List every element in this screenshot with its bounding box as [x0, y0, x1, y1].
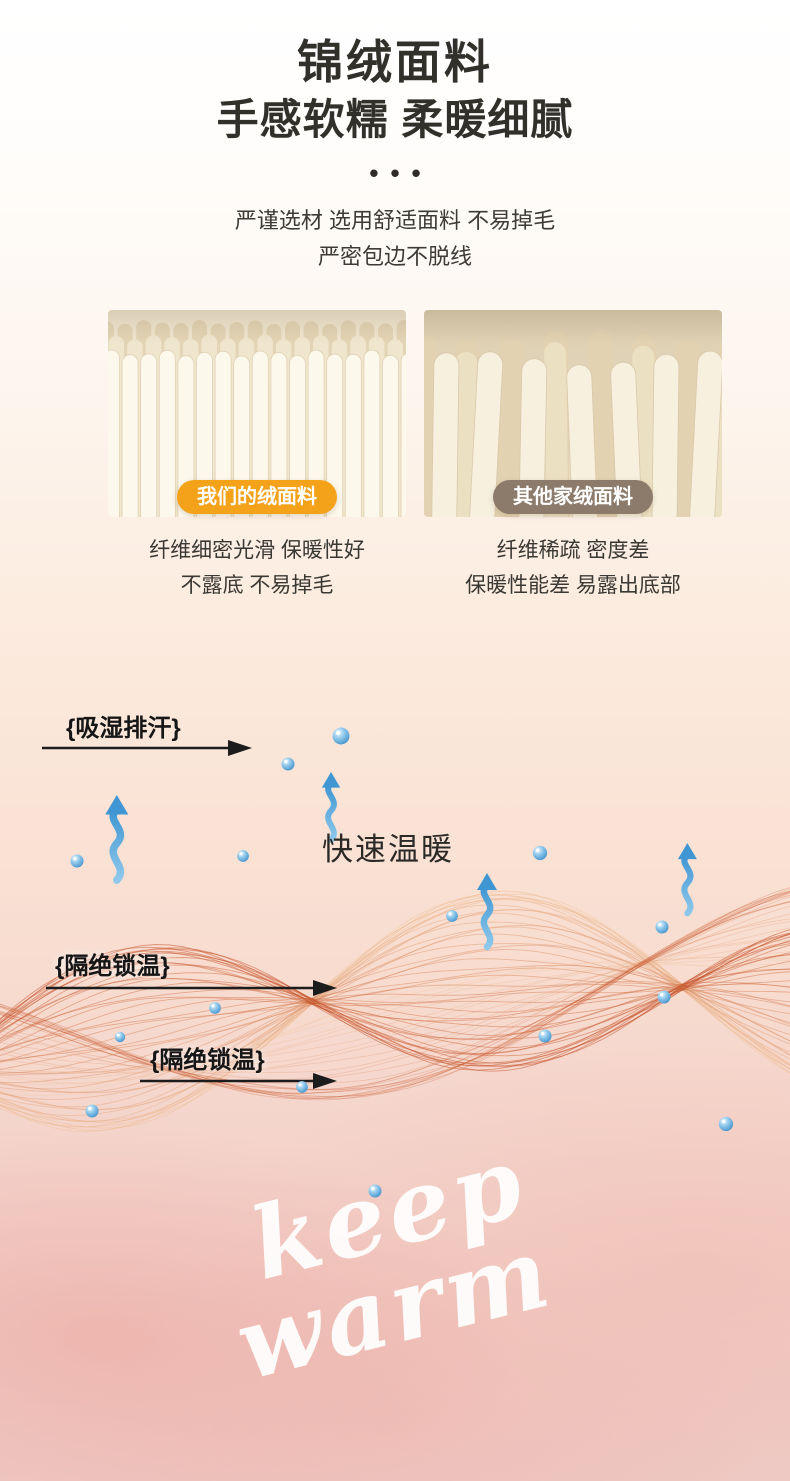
- page-title: 锦绒面料: [297, 36, 493, 88]
- black-direction-arrows: [42, 740, 337, 1089]
- other-fabric-caption-2: 保暖性能差 易露出底部: [465, 574, 681, 597]
- our-fabric-image: [108, 320, 406, 517]
- fast-warm-label: 快速温暖: [322, 832, 454, 867]
- our-fabric-badge: 我们的绒面料: [177, 480, 337, 514]
- other-fabric-caption-1: 纤维稀疏 密度差: [496, 539, 650, 562]
- our-fabric-card: [108, 310, 406, 517]
- other-fabric-badge: 其他家绒面料: [493, 480, 653, 514]
- heat-wave-mesh: [0, 887, 790, 1133]
- other-fabric-card: [424, 310, 722, 517]
- wicking-label: {吸湿排汗}: [66, 715, 181, 742]
- other-fabric-image: [424, 329, 722, 517]
- our-fabric-caption-2: 不露底 不易掉毛: [180, 574, 334, 597]
- description-line-1: 严谨选材 选用舒适面料 不易掉毛: [234, 208, 556, 233]
- dots-divider: •••: [369, 158, 433, 188]
- our-fabric-caption-1: 纤维细密光滑 保暖性好: [149, 539, 365, 562]
- page-subtitle: 手感软糯 柔暖细腻: [216, 96, 574, 143]
- insulation-label-2: {隔绝锁温}: [150, 1047, 265, 1074]
- insulation-label-1: {隔绝锁温}: [55, 953, 170, 980]
- description-line-2: 严密包边不脱线: [317, 244, 472, 269]
